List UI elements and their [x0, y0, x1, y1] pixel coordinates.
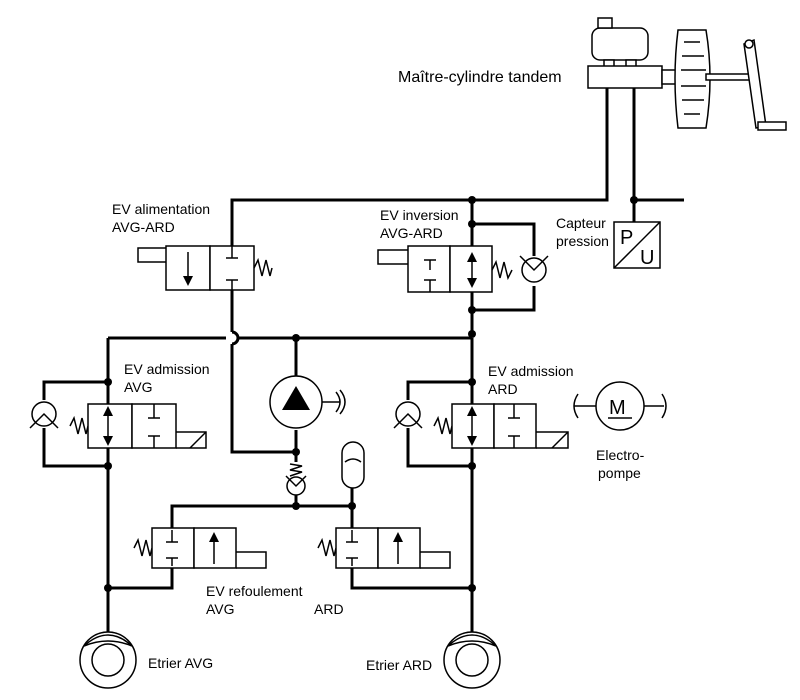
junction-dots: [104, 196, 638, 592]
ev-admission-avg-label: EV admission: [124, 361, 210, 377]
pressure-sensor-p: P: [620, 227, 633, 249]
ev-alimentation-label: EV alimentation: [112, 201, 210, 217]
ev-admission-ard-sublabel: ARD: [488, 381, 518, 397]
ev-admission-ard-valve: [433, 403, 569, 449]
pressure-sensor: P U: [613, 221, 661, 269]
pompe-label: pompe: [598, 465, 641, 481]
accumulator: [341, 441, 365, 489]
master-cylinder-body: [587, 65, 663, 89]
ev-alimentation-sublabel: AVG-ARD: [112, 219, 175, 235]
capteur-label: Capteur: [556, 215, 606, 231]
electro-label: Electro-: [596, 447, 645, 463]
ev-admission-ard-label: EV admission: [488, 363, 574, 379]
motor-m-label: M: [609, 397, 626, 419]
ev-refoulement-avg-label: AVG: [206, 601, 235, 617]
ev-refoulement-avg-valve: [133, 527, 267, 569]
ev-inversion-sublabel: AVG-ARD: [380, 225, 443, 241]
inversion-check-valve: [519, 255, 549, 283]
etrier-avg-caliper: [79, 610, 137, 689]
master-cylinder-label: Maître-cylindre tandem: [398, 69, 562, 86]
brake-pedal: [743, 38, 787, 131]
ev-inversion-valve: [377, 245, 513, 293]
brake-booster: [674, 29, 711, 129]
avg-check-valve: [29, 401, 59, 429]
hydraulic-pump: [269, 375, 346, 429]
pression-label: pression: [556, 233, 609, 249]
pressure-sensor-u: U: [640, 247, 654, 269]
ev-refoulement-ard-label: ARD: [314, 601, 344, 617]
ev-admission-avg-sublabel: AVG: [124, 379, 153, 395]
etrier-ard-caliper: [443, 610, 501, 689]
reservoir: [591, 27, 649, 61]
master-cylinder-assembly: [587, 17, 787, 131]
ev-inversion-label: EV inversion: [380, 207, 459, 223]
electro-pompe-motor: M: [573, 381, 667, 431]
ard-check-valve: [393, 401, 423, 429]
ev-refoulement-ard-valve: [317, 527, 451, 569]
etrier-avg-label: Etrier AVG: [148, 655, 213, 671]
pump-spring-check: [285, 463, 307, 496]
ev-refoulement-label: EV refoulement: [206, 583, 303, 599]
ev-alimentation-valve: [137, 245, 273, 291]
etrier-ard-label: Etrier ARD: [366, 657, 432, 673]
ev-admission-avg-valve: [69, 403, 207, 449]
